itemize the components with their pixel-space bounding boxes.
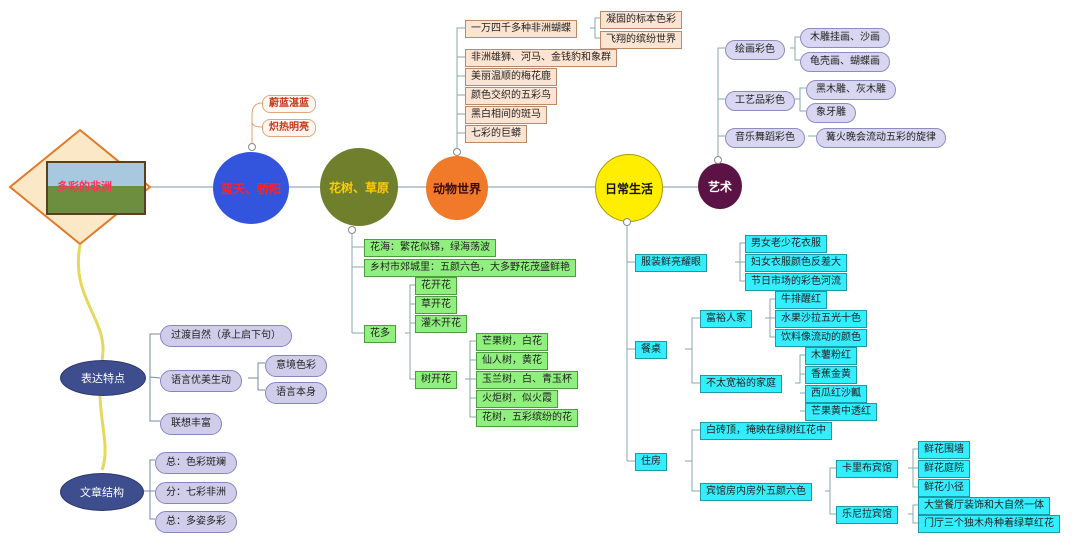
- daily-hotel1[interactable]: 鲜花围墙: [918, 441, 970, 459]
- collapse-toggle[interactable]: [348, 226, 356, 234]
- root-title: 多彩的非洲: [57, 180, 112, 193]
- animals-species-sub[interactable]: 飞翔的缤纷世界: [600, 31, 682, 49]
- daily-rich[interactable]: 水果沙拉五光十色: [775, 310, 867, 328]
- structure-item[interactable]: 总：多姿多彩: [155, 511, 237, 533]
- animals-species-sub[interactable]: 凝固的标本色彩: [600, 11, 682, 29]
- plants-flower[interactable]: 草开花: [415, 296, 457, 314]
- animals-item[interactable]: 颜色交织的五彩鸟: [465, 87, 557, 105]
- collapse-toggle[interactable]: [714, 156, 722, 164]
- daily-house-label[interactable]: 住房: [635, 453, 667, 471]
- collapse-toggle[interactable]: [453, 148, 461, 156]
- topic-sky[interactable]: 蓝天、骄阳: [213, 152, 289, 224]
- daily-hotel2-label[interactable]: 乐尼拉宾馆: [836, 506, 898, 524]
- daily-clothes-label[interactable]: 服装鲜亮耀眼: [635, 254, 707, 272]
- art-dance-label[interactable]: 音乐舞蹈彩色: [725, 128, 805, 148]
- collapse-toggle[interactable]: [623, 218, 631, 226]
- art-craft[interactable]: 象牙雕: [806, 103, 856, 123]
- daily-hotel1-label[interactable]: 卡里布宾馆: [836, 460, 898, 478]
- art-dance[interactable]: 篝火晚会流动五彩的旋律: [816, 128, 946, 148]
- expression-item[interactable]: 过渡自然（承上启下句）: [160, 325, 292, 347]
- daily-rich-label[interactable]: 富裕人家: [700, 310, 752, 328]
- structure-label[interactable]: 文章结构: [60, 473, 144, 511]
- plants-tree[interactable]: 仙人树，黄花: [476, 352, 548, 370]
- daily-hotel2[interactable]: 门厅三个独木舟种着绿草红花: [918, 515, 1060, 533]
- daily-hotel2[interactable]: 大堂餐厅装饰和大自然一体: [918, 497, 1050, 515]
- plants-tree[interactable]: 芒果树，白花: [476, 333, 548, 351]
- animals-item[interactable]: 七彩的巨蟒: [465, 125, 527, 143]
- expression-item[interactable]: 语言优美生动: [160, 370, 242, 392]
- animals-item[interactable]: 黑白相间的斑马: [465, 106, 547, 124]
- expression-item[interactable]: 联想丰富: [160, 413, 222, 435]
- daily-house-direct[interactable]: 白砖顶，掩映在绿树红花中: [700, 422, 832, 440]
- structure-item[interactable]: 分：七彩非洲: [155, 482, 237, 504]
- plants-village[interactable]: 乡村市郊城里：五颜六色，大多野花茂盛鲜艳: [364, 259, 576, 277]
- topic-art[interactable]: 艺术: [698, 163, 742, 209]
- daily-clothes[interactable]: 节日市场的彩色河流: [745, 273, 847, 291]
- plants-trees-label[interactable]: 树开花: [415, 371, 457, 389]
- daily-house-sub-label[interactable]: 宾馆房内房外五颜六色: [700, 483, 812, 501]
- daily-poor[interactable]: 木薯粉红: [805, 347, 857, 365]
- plants-sea[interactable]: 花海：繁花似锦，绿海荡波: [364, 239, 496, 257]
- daily-hotel1[interactable]: 鲜花小径: [918, 479, 970, 497]
- plants-flowers-label[interactable]: 花多: [364, 325, 396, 343]
- daily-poor[interactable]: 芒果黄中透红: [805, 403, 877, 421]
- daily-poor[interactable]: 香蕉金黄: [805, 366, 857, 384]
- expression-language-sub[interactable]: 语言本身: [265, 382, 327, 404]
- daily-poor-label[interactable]: 不太宽裕的家庭: [700, 375, 782, 393]
- topic-animals[interactable]: 动物世界: [426, 156, 488, 220]
- daily-poor[interactable]: 西瓜红沙瓤: [805, 385, 867, 403]
- expression-language-sub[interactable]: 意境色彩: [265, 355, 327, 377]
- expression-label[interactable]: 表达特点: [60, 360, 146, 396]
- daily-clothes[interactable]: 妇女衣服颜色反差大: [745, 254, 847, 272]
- art-craft[interactable]: 黑木雕、灰木雕: [806, 80, 896, 100]
- plants-flower[interactable]: 灌木开花: [415, 315, 467, 333]
- topic-daily[interactable]: 日常生活: [595, 154, 663, 222]
- topic-plants[interactable]: 花树、草原: [320, 148, 398, 226]
- collapse-toggle[interactable]: [248, 143, 256, 151]
- sky-item[interactable]: 炽热明亮: [262, 119, 316, 137]
- daily-hotel1[interactable]: 鲜花庭院: [918, 460, 970, 478]
- plants-flower[interactable]: 花开花: [415, 277, 457, 295]
- daily-rich[interactable]: 牛排醒红: [775, 291, 827, 309]
- art-painting[interactable]: 木雕挂画、沙画: [800, 28, 890, 48]
- art-painting-label[interactable]: 绘画彩色: [725, 40, 785, 60]
- animals-species[interactable]: 一万四千多种非洲蝴蝶: [465, 20, 577, 38]
- animals-item[interactable]: 美丽温顺的梅花鹿: [465, 68, 557, 86]
- daily-table-label[interactable]: 餐桌: [635, 341, 667, 359]
- plants-tree[interactable]: 玉兰树，白、青玉杯: [476, 371, 578, 389]
- art-craft-label[interactable]: 工艺品彩色: [725, 91, 795, 111]
- structure-item[interactable]: 总：色彩斑斓: [155, 452, 237, 474]
- art-painting[interactable]: 龟壳画、蝴蝶画: [800, 52, 890, 72]
- sky-item[interactable]: 蔚蓝湛蓝: [262, 95, 316, 113]
- plants-tree[interactable]: 火炬树，似火霞: [476, 390, 558, 408]
- daily-rich[interactable]: 饮料像流动的颜色: [775, 329, 867, 347]
- daily-clothes[interactable]: 男女老少花衣服: [745, 235, 827, 253]
- plants-tree[interactable]: 花树，五彩缤纷的花: [476, 409, 578, 427]
- animals-item[interactable]: 非洲雄狮、河马、金钱豹和象群: [465, 49, 617, 67]
